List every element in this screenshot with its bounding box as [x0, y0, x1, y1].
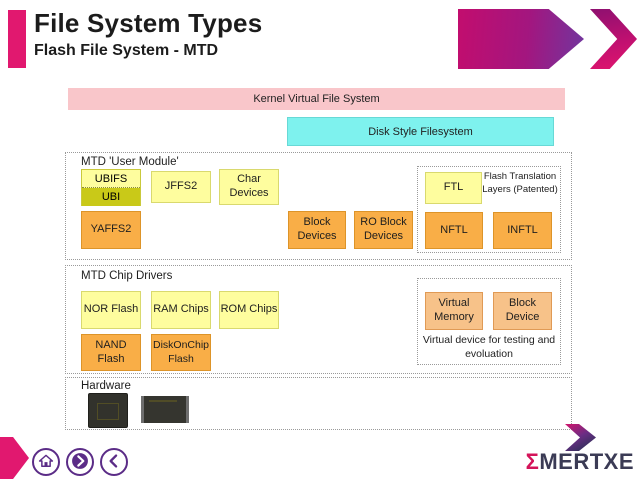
- next-slide-button[interactable]: [66, 448, 94, 476]
- ram-chips-box: RAM Chips: [151, 291, 211, 329]
- disk-style-filesystem-layer: Disk Style Filesystem: [287, 117, 554, 146]
- jffs2-box: JFFS2: [151, 171, 211, 203]
- header-arrow-banner: [458, 9, 584, 69]
- char-devices-box: Char Devices: [219, 169, 279, 205]
- home-button[interactable]: [32, 448, 60, 476]
- yaffs2-box: YAFFS2: [81, 211, 141, 249]
- mtd-chip-drivers-label: MTD Chip Drivers: [81, 270, 173, 282]
- title-accent-bar: [8, 10, 26, 68]
- ro-block-devices-box: RO Block Devices: [354, 211, 413, 249]
- ftl-box: FTL: [425, 172, 482, 204]
- page-subtitle: Flash File System - MTD: [34, 42, 219, 59]
- home-icon: [37, 452, 55, 473]
- page-title: File System Types: [34, 8, 263, 38]
- kernel-vfs-layer: Kernel Virtual File System: [68, 88, 565, 110]
- flash-chip-image: [88, 393, 128, 428]
- hardware-label: Hardware: [81, 380, 131, 392]
- block-devices-box: Block Devices: [288, 211, 346, 249]
- block-device-box: Block Device: [493, 292, 552, 330]
- chevron-left-icon: [104, 451, 124, 474]
- virtual-memory-box: Virtual Memory: [425, 292, 483, 330]
- logo-text: ΣMERTXE: [526, 449, 634, 475]
- logo-sigma: Σ: [525, 449, 540, 474]
- mtd-user-module-label: MTD 'User Module': [81, 156, 179, 168]
- flash-chip-image: [141, 396, 189, 423]
- ftl-note: Flash Translation Layers (Patented): [482, 171, 558, 195]
- mtd-chip-drivers-group: MTD Chip Drivers NOR Flash RAM Chips ROM…: [65, 265, 572, 374]
- logo-chevron-icon: [565, 424, 599, 451]
- diskonchip-flash-box: DiskOnChip Flash: [151, 334, 211, 371]
- ubifs-box: UBIFS: [82, 170, 140, 188]
- virtual-device-note: Virtual device for testing and evoluatio…: [422, 334, 556, 360]
- mtd-user-module-group: MTD 'User Module' UBIFS UBI JFFS2 Char D…: [65, 152, 572, 260]
- nor-flash-box: NOR Flash: [81, 291, 141, 329]
- virtual-device-group: Virtual Memory Block Device Virtual devi…: [417, 278, 561, 365]
- footer-arrow-graphic: [0, 437, 29, 479]
- ubifs-ubi-stack: UBIFS UBI: [81, 169, 141, 206]
- inftl-box: INFTL: [493, 212, 552, 249]
- nand-flash-box: NAND Flash: [81, 334, 141, 371]
- previous-slide-button[interactable]: [100, 448, 128, 476]
- nftl-box: NFTL: [425, 212, 483, 249]
- chevron-right-icon: [70, 451, 90, 474]
- logo-wordmark: MERTXE: [539, 449, 634, 474]
- header-chevron-icon: [590, 9, 637, 69]
- ubi-box: UBI: [82, 188, 140, 206]
- ftl-group: FTL Flash Translation Layers (Patented) …: [417, 166, 561, 253]
- rom-chips-box: ROM Chips: [219, 291, 279, 329]
- hardware-group: Hardware: [65, 377, 572, 430]
